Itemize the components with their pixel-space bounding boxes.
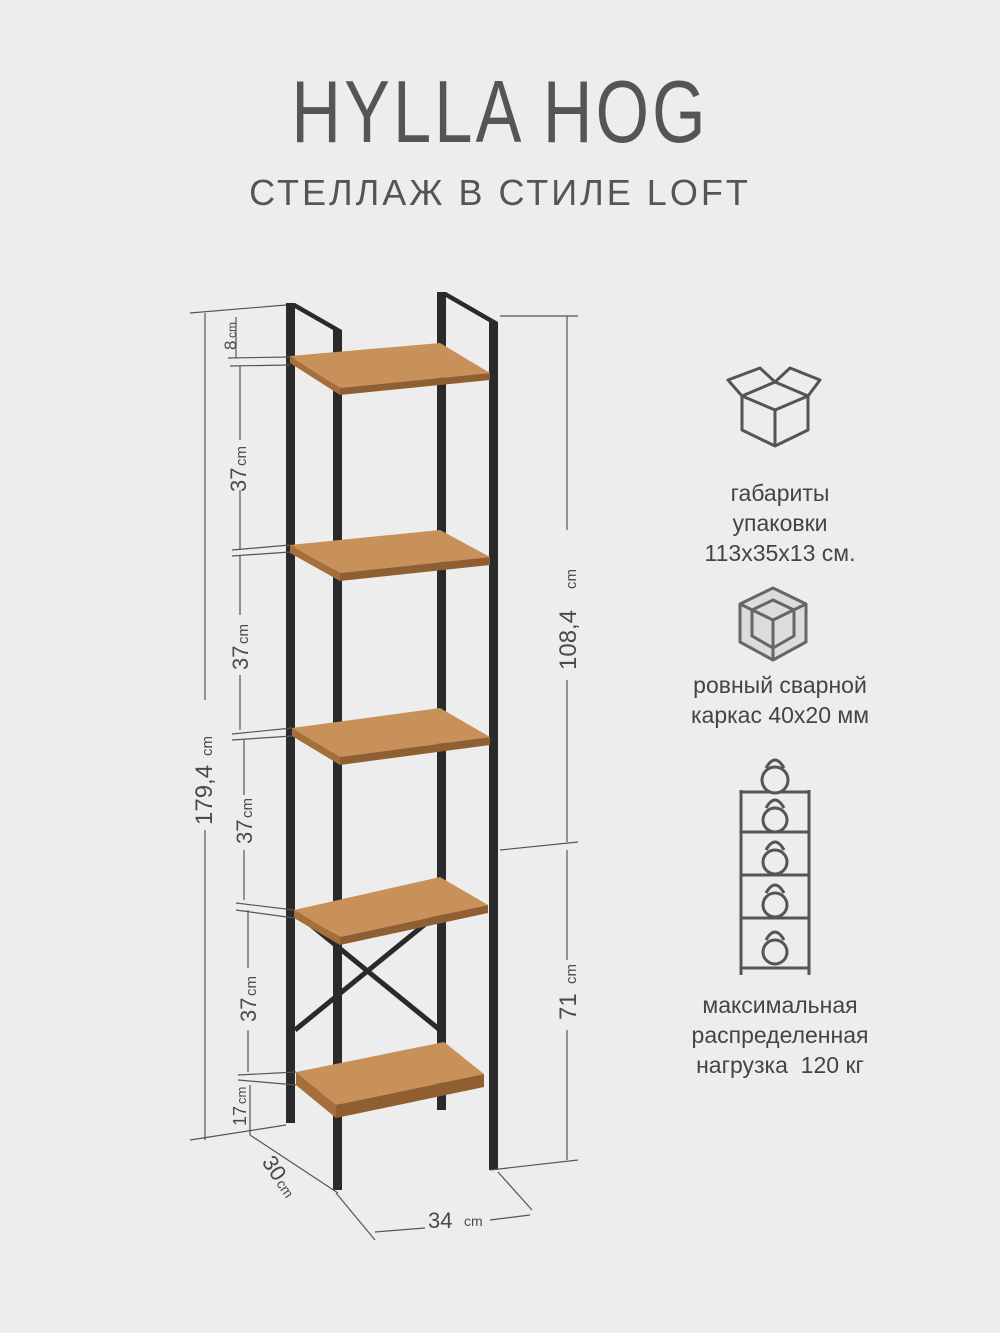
welded-frame-icon [738,586,808,662]
dim-shelf-gap-2-unit: cm [235,624,252,644]
dim-upper-height-value: 108,4 [555,610,582,670]
frame-line-2: каркас 40x20 мм [690,702,870,728]
shelf-board-1 [290,343,490,395]
dim-upper-height-unit: cm [563,569,580,589]
dim-total-height-unit: cm [199,736,216,756]
dim-shelf-gap-4-value: 37 [236,998,261,1022]
packaging-line-3: 113x35x13 см. [704,540,856,566]
shelf-board-5 [296,1042,484,1118]
product-subtitle: СТЕЛЛАЖ В СТИЛЕ LOFT [249,172,751,213]
dim-width-value: 34 [428,1208,452,1233]
dim-shelf-gap-2-value: 37 [228,646,253,670]
product-title: HYLLA HOG [291,62,709,161]
packaging-info: габариты упаковки 113x35x13 см. [660,478,900,568]
load-line-1: максимальная [702,992,858,1018]
dim-shelf-gap-1-unit: cm [233,446,250,466]
load-line-2: распределенная [691,1022,869,1048]
dim-top-gap-value: 8 [221,341,240,350]
frame-line-1: ровный сварной [693,672,867,698]
shelf-board-2 [290,530,490,581]
shelf-board-3 [292,708,490,765]
dim-shelf-gap-4-unit: cm [243,976,260,996]
dim-width-unit: cm [464,1213,483,1229]
packaging-line-2: упаковки [732,510,828,536]
dim-shelf-gap-3-value: 37 [232,820,257,844]
packaging-line-1: габариты [730,480,830,506]
load-info: максимальная распределенная нагрузка 120… [650,990,910,1080]
dim-top-gap-unit: cm [225,322,239,338]
dim-shelf-gap-1-value: 37 [226,468,251,492]
kettlebell-shelf-icon [739,758,811,975]
dimension-lines [189,304,579,1241]
shelf-boards [290,343,490,1118]
load-line-3: нагрузка 120 кг [696,1052,864,1078]
dim-bottom-gap-unit: cm [234,1087,249,1104]
frame-info: ровный сварной каркас 40x20 мм [660,670,900,730]
box-icon [726,366,822,448]
dim-total-height-value: 179,4 [191,765,218,825]
dim-lower-height-unit: cm [563,964,580,984]
shelf-board-4 [294,877,488,945]
dim-lower-height-value: 71 [555,993,582,1020]
dim-bottom-gap-value: 17 [230,1106,250,1126]
dim-shelf-gap-3-unit: cm [239,798,256,818]
